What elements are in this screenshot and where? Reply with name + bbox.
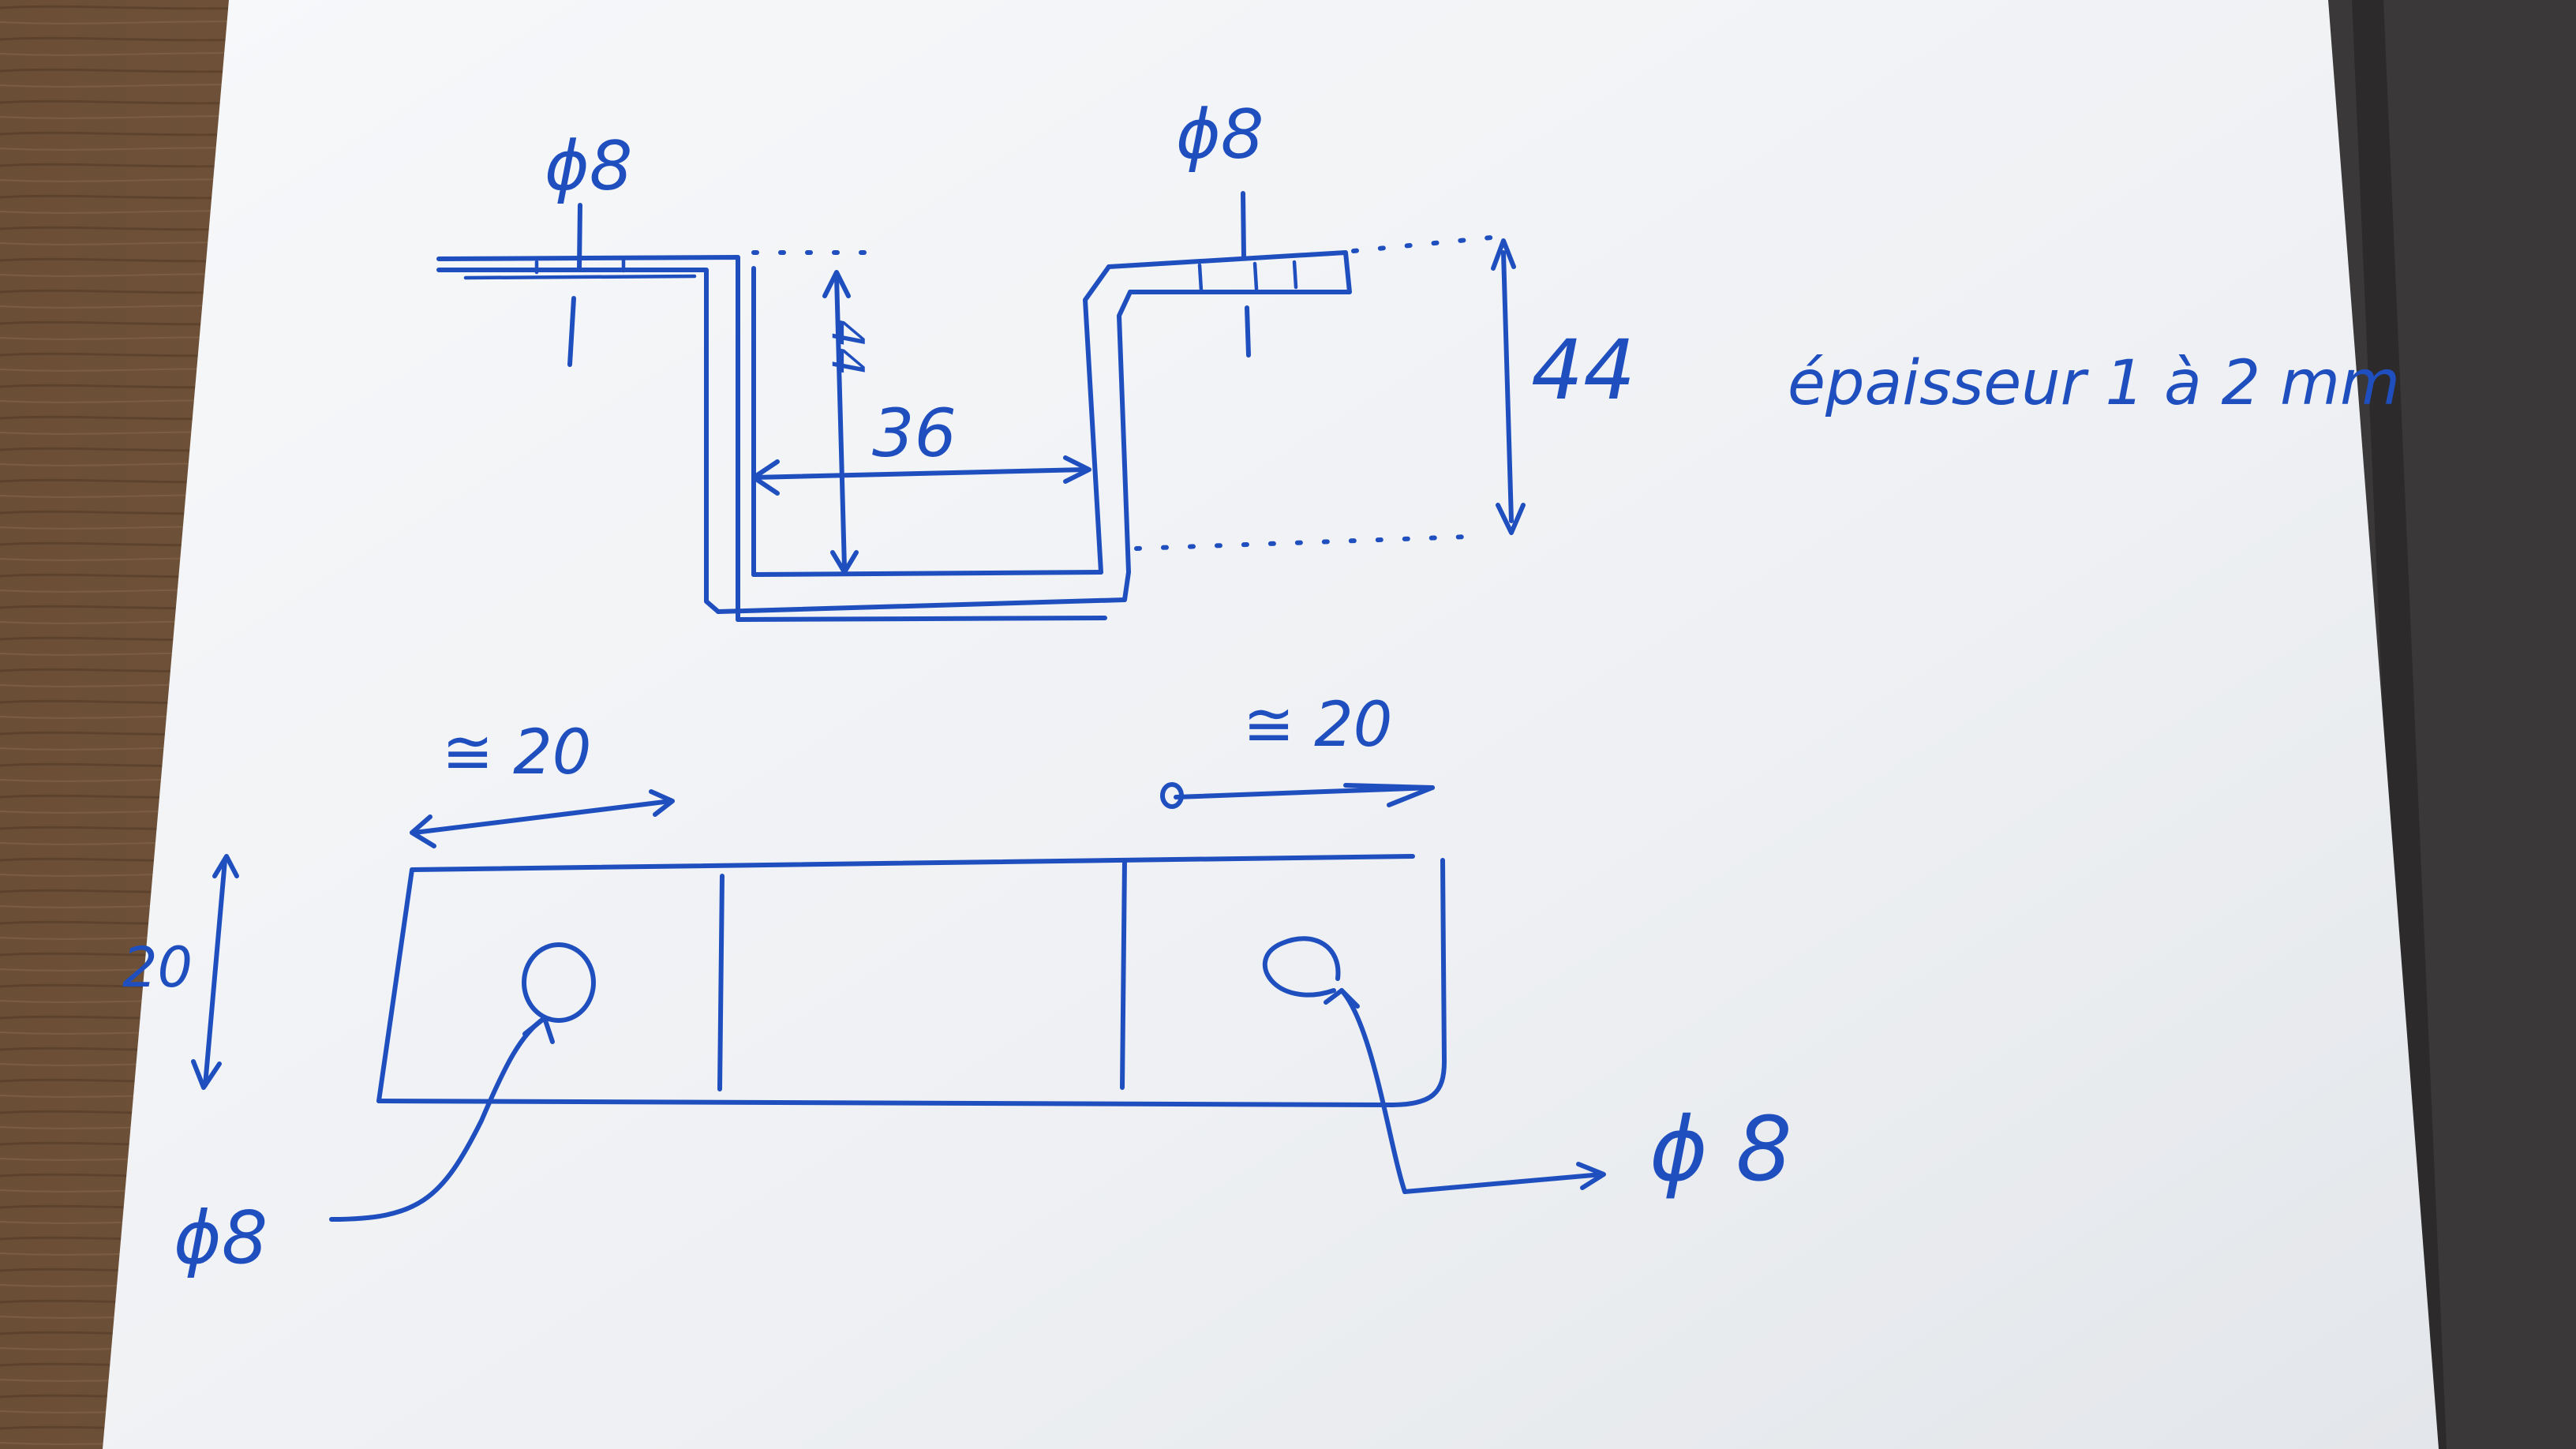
top-height-dim-label: 44 — [1531, 322, 1635, 418]
top-hole-right-label: ϕ8 — [1176, 95, 1264, 174]
thickness-note: épaisseur 1 à 2 mm — [1788, 348, 2400, 419]
top-inner-dim-label: 44 — [822, 320, 873, 376]
front-hole-right-label: ϕ 8 — [1649, 1099, 1792, 1201]
front-left-segment-label: ≅ 20 — [442, 717, 591, 788]
front-view — [191, 782, 1606, 1222]
front-hole-left — [522, 942, 596, 1023]
folder-edge — [2352, 0, 2447, 1449]
top-view-profile — [436, 191, 1526, 622]
top-width-dim-label: 36 — [872, 395, 957, 472]
front-height-dim-label: 20 — [122, 935, 193, 1000]
front-right-segment-label: ≅ 20 — [1243, 690, 1392, 761]
top-hole-left-label: ϕ8 — [545, 127, 632, 206]
paper-sheet — [103, 0, 2439, 1449]
front-hole-right — [1262, 936, 1341, 998]
front-hole-left-label: ϕ8 — [174, 1196, 268, 1280]
